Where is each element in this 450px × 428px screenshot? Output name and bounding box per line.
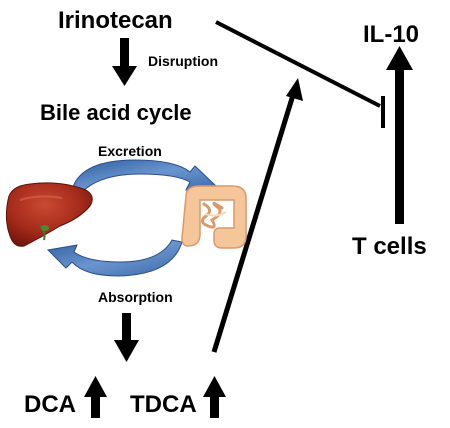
- excretion-label: Excretion: [98, 143, 162, 159]
- tcells-to-il10-arrow: [386, 46, 413, 224]
- t-cells-label: T cells: [352, 233, 427, 260]
- dca-label: DCA: [24, 391, 76, 418]
- disruption-arrow: [112, 38, 137, 86]
- liver-icon: [5, 182, 93, 247]
- il10-label: IL-10: [363, 21, 419, 48]
- tdca-to-inhibition-arrow: [211, 78, 303, 353]
- dca-increase-arrow: [84, 376, 107, 418]
- tdca-label: TDCA: [130, 391, 197, 418]
- irinotecan-inhibition-edge: [215, 20, 385, 128]
- intestine-icon: [181, 185, 247, 249]
- tdca-increase-arrow: [203, 376, 226, 418]
- irinotecan-label: Irinotecan: [58, 7, 173, 34]
- absorption-down-arrow: [114, 313, 139, 362]
- bile-acid-cycle-label: Bile acid cycle: [40, 100, 192, 125]
- disruption-label: Disruption: [148, 53, 218, 69]
- absorption-label: Absorption: [98, 289, 173, 305]
- absorption-cycle-arrow: [46, 239, 183, 277]
